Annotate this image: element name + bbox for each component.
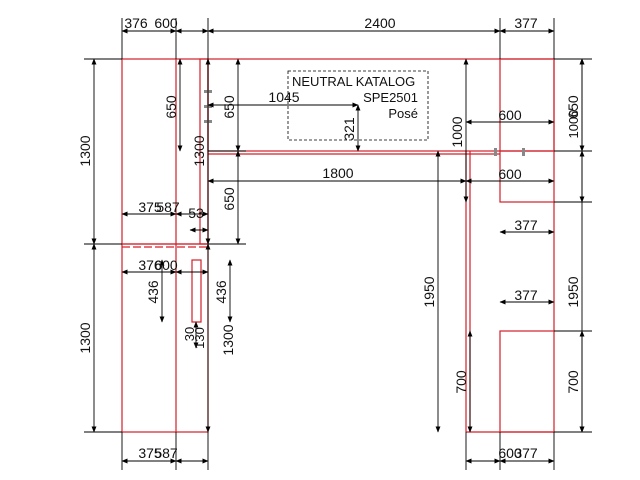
- dim-label: 1045: [268, 89, 299, 105]
- catalog-label-line3: Posé: [388, 106, 418, 121]
- dim-label: 376: [124, 15, 148, 31]
- dim-label: 53: [188, 205, 204, 221]
- right-lower-unit: [499, 330, 555, 433]
- dim-label: 1300: [77, 322, 93, 353]
- dim-label: 587: [154, 445, 178, 461]
- dim-label: 375: [138, 445, 162, 461]
- cabinet-outlines: [121, 58, 555, 433]
- right-upper-unit: [499, 58, 555, 203]
- dim-label: 587: [156, 199, 180, 215]
- dim-label: 650: [163, 95, 179, 119]
- dim-label: 600: [154, 257, 178, 273]
- dim-label: 436: [213, 280, 229, 304]
- catalog-label-line1: NEUTRAL KATALOG: [292, 74, 415, 89]
- dim-label: 377: [514, 445, 538, 461]
- left-narrow-slot: [191, 259, 202, 323]
- dimension-labels: 376 600 2400 377 1300 1300 650 1300 650 …: [77, 15, 581, 461]
- dim-label: 600: [498, 107, 522, 123]
- dim-label: 1300: [77, 135, 93, 166]
- dim-label: 600: [498, 166, 522, 182]
- dim-label: 1000: [566, 110, 581, 139]
- dim-label: 377: [514, 15, 538, 31]
- dim-label: 377: [514, 287, 538, 303]
- dim-label: 700: [453, 370, 469, 394]
- dim-label: 377: [514, 217, 538, 233]
- dim-label: 600: [498, 445, 522, 461]
- dim-label: 650: [565, 95, 581, 119]
- handle-icon: [522, 148, 525, 156]
- dim-label: 436: [145, 280, 161, 304]
- dim-label: 130: [192, 327, 207, 349]
- dim-label: 1300: [191, 135, 207, 166]
- dim-label: 376: [138, 257, 162, 273]
- dim-label: 30: [182, 327, 197, 341]
- dim-label: 1950: [421, 276, 437, 307]
- dim-label: 1300: [220, 324, 236, 355]
- handle-icon: [494, 148, 497, 156]
- dimension-lines: [84, 18, 592, 470]
- dim-label: 650: [221, 187, 237, 211]
- dim-label: 700: [565, 370, 581, 394]
- dim-label: 2400: [364, 15, 395, 31]
- dim-label: 321: [341, 117, 357, 141]
- dim-label: 1950: [565, 276, 581, 307]
- catalog-label-box: [287, 70, 429, 141]
- catalog-label-line2: SPE2501: [363, 90, 418, 105]
- dim-label: 600: [154, 15, 178, 31]
- dim-label: 650: [221, 95, 237, 119]
- dim-label: 1000: [449, 116, 465, 147]
- dim-label: 375: [138, 199, 162, 215]
- dim-label: 1800: [322, 165, 353, 181]
